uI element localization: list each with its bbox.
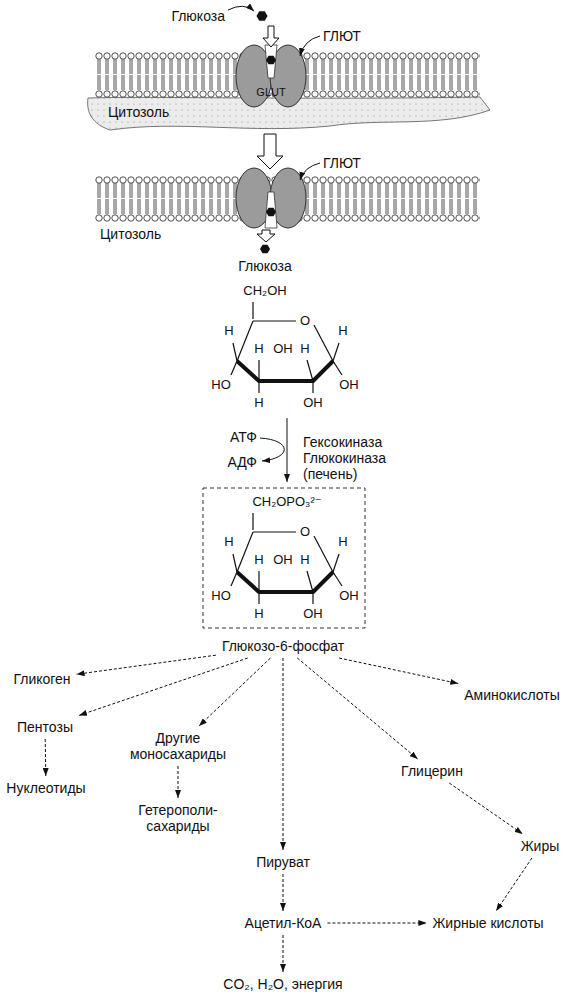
atom-label: H	[224, 535, 233, 549]
annotation-label: Гексокиназа Глюкокиназа (печень)	[303, 434, 386, 482]
atom-label: OH	[303, 396, 323, 410]
pathway-node: Нуклеотиды	[3, 779, 88, 797]
pathway-node: Пируват	[253, 853, 313, 871]
reaction-arrow	[287, 418, 288, 482]
pathway-node: Другие моносахариды	[127, 729, 229, 763]
pathway-arrow	[77, 655, 216, 674]
pathway-arrow	[283, 935, 284, 972]
atom-label: CH₂OH	[243, 284, 286, 298]
atom-label: OH	[273, 342, 293, 356]
atom-label: H	[254, 607, 263, 621]
atom-label: H	[254, 342, 263, 356]
annotation-label: Цитозоль	[100, 226, 161, 242]
node-text: Жирные кислоты	[432, 915, 543, 931]
pathway-node: Гликоген	[10, 670, 73, 688]
pathway-arrow	[297, 658, 417, 759]
atom-label: H	[254, 396, 263, 410]
annotation-label: ГЛЮТ	[323, 155, 361, 171]
atom-label: H	[338, 535, 347, 549]
atom-label: H	[300, 553, 309, 567]
pathway-node: Аминокислоты	[461, 686, 563, 704]
atom-label: O	[300, 314, 310, 328]
glucose-symbol	[260, 245, 270, 254]
node-text: Пентозы	[17, 719, 73, 735]
annotation-label: ГЛЮТ	[323, 28, 361, 44]
pointer-arrow	[228, 6, 254, 11]
atom-label: OH	[339, 378, 359, 392]
haworth-ring	[231, 302, 342, 393]
pathway-arrow	[178, 766, 179, 798]
pathway-arrow	[496, 858, 532, 911]
node-text: Пируват	[256, 854, 310, 870]
pointer-arrow	[300, 36, 320, 56]
pathway-node: Глюкозо-6-фосфат	[219, 637, 347, 655]
glucose-symbol	[266, 56, 276, 65]
annotation-label: GLUT	[256, 84, 285, 100]
pathway-arrow	[327, 923, 426, 924]
node-text: Глюкоза	[238, 258, 292, 274]
node-text: Жиры	[521, 838, 560, 854]
pathway-arrow	[283, 874, 284, 911]
atp-arrow	[260, 438, 284, 461]
glucose-symbol	[266, 208, 276, 217]
haworth-ring	[231, 513, 342, 604]
pathway-node: CO₂, H₂O, энергия	[220, 975, 345, 993]
pathway-arrow	[79, 658, 248, 715]
annotation-label: АДФ	[227, 454, 257, 470]
pathway-node: Жиры	[518, 837, 563, 855]
annotation-label: АТФ	[230, 429, 257, 445]
glut-transporter	[236, 168, 306, 228]
atom-label: H	[338, 324, 347, 338]
atom-label: H	[254, 553, 263, 567]
pathway-node: Пентозы	[14, 718, 76, 736]
node-text: Глюкозо-6-фосфат	[222, 638, 344, 654]
pathway-node: Жирные кислоты	[429, 914, 546, 932]
node-text: Глицерин	[401, 763, 463, 779]
pathway-arrow	[199, 658, 270, 726]
node-text: CO₂, H₂O, энергия	[223, 976, 342, 992]
annotation-label: Глюкоза	[171, 8, 225, 24]
atom-label: OH	[303, 607, 323, 621]
node-text: Другие моносахариды	[130, 730, 226, 762]
pathway-node: Гетерополи- сахариды	[135, 801, 220, 835]
pathway-arrow	[45, 739, 47, 776]
transport-arrow	[257, 230, 275, 242]
atom-label: OH	[339, 589, 359, 603]
pathway-arrow	[283, 658, 284, 850]
atom-label: HO	[211, 378, 231, 392]
pathway-node: Глицерин	[398, 762, 466, 780]
pathway-node: Глюкоза	[235, 257, 295, 275]
pathway-node: Ацетил-КоА	[242, 914, 325, 932]
pointer-arrow	[300, 163, 320, 180]
dashed-frame	[203, 488, 365, 628]
node-text: Гликоген	[13, 671, 70, 687]
atom-label: HO	[211, 589, 231, 603]
atom-label: H	[224, 324, 233, 338]
glucose-symbol	[257, 11, 268, 21]
node-text: Ацетил-КоА	[245, 915, 322, 931]
glucose-symbols	[257, 11, 277, 253]
atom-label: CH₂OPO₃²⁻	[252, 495, 321, 509]
glut-transporter	[236, 45, 306, 107]
pathway-arrow	[449, 783, 522, 834]
atom-label: OH	[273, 553, 293, 567]
node-text: Нуклеотиды	[6, 780, 85, 796]
transport-arrow	[257, 134, 283, 169]
node-text: Гетерополи- сахариды	[138, 802, 217, 834]
atom-label: H	[300, 342, 309, 356]
pathway-arrow	[339, 658, 458, 683]
annotation-label: Цитозоль	[108, 104, 169, 120]
atom-label: O	[300, 525, 310, 539]
transport-arrow	[263, 26, 279, 47]
node-text: Аминокислоты	[464, 687, 560, 703]
